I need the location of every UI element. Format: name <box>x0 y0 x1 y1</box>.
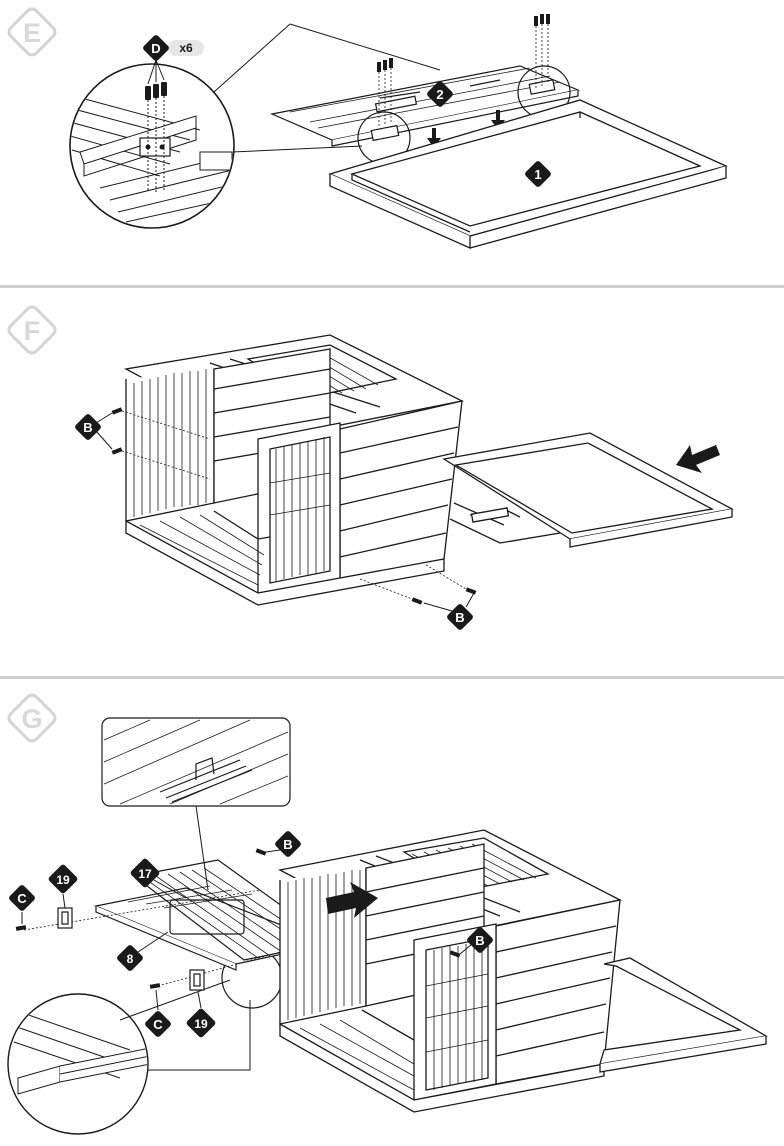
bracket-part-19-left <box>57 907 73 929</box>
svg-text:19: 19 <box>56 873 70 887</box>
slide-tray-f <box>442 432 734 548</box>
step-f-illustration: F <box>7 305 734 630</box>
svg-text:D: D <box>151 41 160 56</box>
part-badge-19-right: 19 <box>186 991 216 1038</box>
svg-text:B: B <box>455 610 464 625</box>
divider-f-g <box>0 676 784 679</box>
part-badge-8: 8 <box>117 931 169 971</box>
kennel-body-g <box>278 829 622 1113</box>
detail-inset-top <box>101 717 291 807</box>
part-badge-2: 2 <box>427 81 453 107</box>
divider-e-f <box>0 285 784 288</box>
svg-text:2: 2 <box>436 87 443 102</box>
svg-text:G: G <box>21 704 42 734</box>
part-badge-17: 17 <box>130 858 187 899</box>
fastener-icon <box>15 848 461 989</box>
svg-text:8: 8 <box>127 952 134 966</box>
step-g-panel: G <box>0 680 784 1146</box>
svg-text:19: 19 <box>194 1017 208 1031</box>
roof-panel-part-8 <box>93 859 334 971</box>
step-e-badge: E <box>7 7 57 57</box>
svg-text:C: C <box>17 891 27 906</box>
screws-bottom-f <box>359 564 477 605</box>
svg-text:F: F <box>24 316 41 346</box>
bracket-part-19-right <box>189 969 205 991</box>
screws-left-f <box>111 407 211 480</box>
step-e-panel: E x6 D <box>0 0 784 283</box>
arrow-icon <box>676 445 720 473</box>
svg-text:C: C <box>153 1017 163 1032</box>
svg-text:1: 1 <box>534 167 541 182</box>
part-badge-1: 1 <box>525 161 551 187</box>
hardware-badge-b-top: B <box>265 831 301 857</box>
detail-magnifier-g <box>7 993 149 1135</box>
step-g-illustration: G <box>7 693 768 1135</box>
hardware-badge-b-left: B <box>75 412 113 450</box>
step-g-badge: G <box>7 693 57 743</box>
hardware-badge-b-front: B <box>459 927 493 955</box>
hardware-badge-b-bottom: B <box>423 592 475 630</box>
step-f-panel: F <box>0 289 784 674</box>
screws-group-e <box>377 14 550 128</box>
base-tray-part-1 <box>328 99 728 249</box>
step-f-badge: F <box>7 305 57 355</box>
arrow-icon <box>326 882 378 918</box>
roof-panel-part-2 <box>269 65 581 147</box>
svg-text:B: B <box>475 933 484 948</box>
hardware-badge-d: x6 D <box>143 35 204 85</box>
detail-magnifier-e <box>69 63 235 229</box>
svg-text:17: 17 <box>138 867 152 881</box>
svg-text:B: B <box>283 837 292 852</box>
svg-text:x6: x6 <box>179 41 193 55</box>
kennel-body-f <box>124 334 464 606</box>
svg-text:B: B <box>83 420 92 435</box>
part-badge-19-left: 19 <box>48 864 78 909</box>
hardware-badge-c-bottom: C <box>145 989 171 1037</box>
step-e-illustration: E x6 D <box>7 7 728 249</box>
svg-text:E: E <box>23 18 41 48</box>
slide-tray-g <box>599 957 768 1073</box>
hardware-badge-c-left: C <box>9 885 35 924</box>
